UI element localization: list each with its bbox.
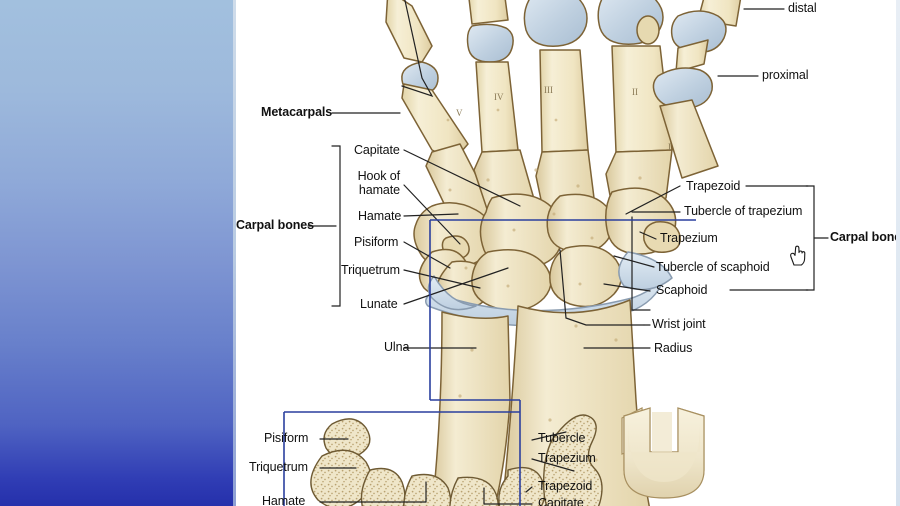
carpal-arch-3d-model	[621, 407, 705, 499]
label-triquetrum: Triquetrum	[341, 263, 400, 277]
metacarpal-numeral-I: I	[668, 142, 671, 152]
label-inset-hamate: Hamate	[262, 494, 306, 506]
label-ulna: Ulna	[384, 340, 410, 354]
pointing-hand-cursor	[790, 245, 806, 266]
label-trapezium: Trapezium	[660, 231, 718, 245]
metacarpal-numeral-II: II	[632, 87, 638, 97]
label-lunate: Lunate	[360, 297, 398, 311]
left-gradient-panel	[0, 0, 233, 506]
label-distal: distal	[788, 1, 817, 15]
label-inset-trapezoid: Trapezoid	[538, 479, 593, 493]
hand-skeleton-illustration	[283, 0, 829, 506]
metacarpal-numeral-IV: IV	[494, 92, 504, 102]
label-pisiform: Pisiform	[354, 235, 399, 249]
label-inset-capitate: Capitate	[538, 496, 584, 506]
label-hamate: Hamate	[358, 209, 402, 223]
label-inset-pisiform: Pisiform	[264, 431, 309, 445]
label-carpal-bones-left: Carpal bones	[236, 218, 314, 232]
label-inset-tubercle: Tubercle	[538, 431, 586, 445]
label-inset-triquetrum: Triquetrum	[249, 460, 308, 474]
anatomy-figure: V IV III II I Metacarpals Carpal bones C…	[236, 0, 900, 506]
label-inset-trapezium: Trapezium	[538, 451, 596, 465]
label-tubercle-of-scaphoid: Tubercle of scaphoid	[656, 260, 770, 274]
label-wrist-joint: Wrist joint	[652, 317, 706, 331]
label-carpal-bones-right: Carpal bones	[830, 230, 900, 244]
right-edge-strip	[896, 0, 900, 506]
label-proximal: proximal	[762, 68, 809, 82]
label-hook-of-hamate-line1: Hook of	[357, 169, 400, 183]
metacarpal-numeral-III: III	[544, 85, 553, 95]
metacarpal-numeral-V: V	[456, 108, 463, 118]
label-scaphoid: Scaphoid	[656, 283, 708, 297]
leader-lines	[307, 0, 829, 505]
label-capitate: Capitate	[354, 143, 400, 157]
label-trapezoid: Trapezoid	[686, 179, 741, 193]
panel-edge-divider	[233, 0, 236, 506]
label-metacarpals: Metacarpals	[261, 105, 333, 119]
callout-box-blue	[283, 219, 696, 506]
carpal-tunnel-bones	[310, 414, 603, 506]
label-hook-of-hamate-line2: hamate	[358, 182, 400, 197]
label-radius: Radius	[654, 341, 693, 355]
label-tubercle-of-trapezium: Tubercle of trapezium	[684, 204, 803, 218]
